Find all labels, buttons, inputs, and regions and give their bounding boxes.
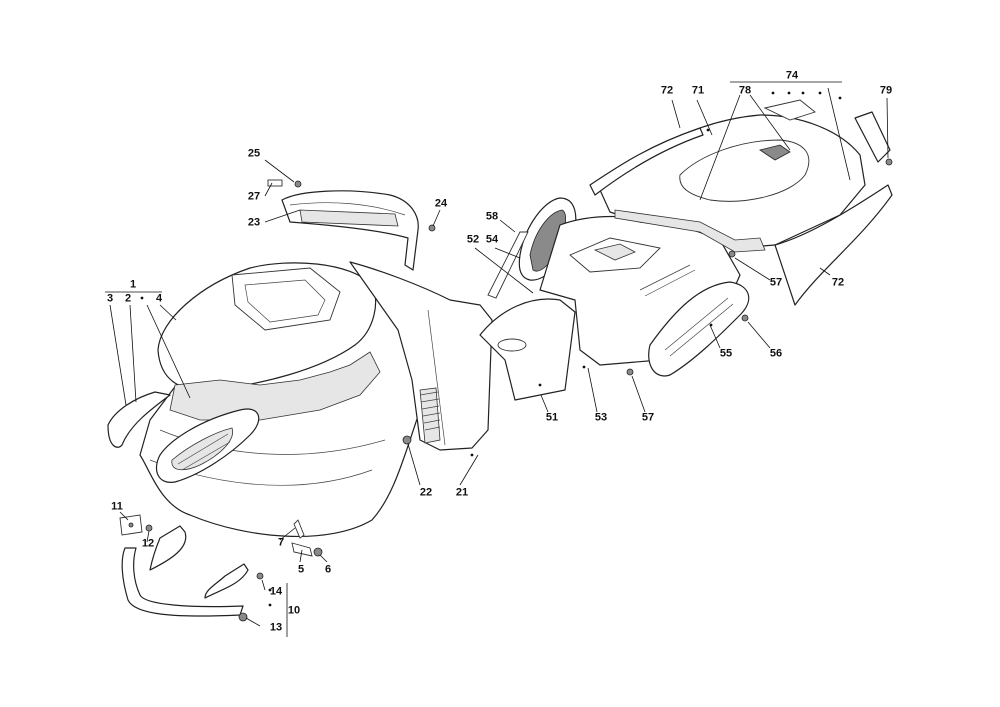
callout-5: 5: [297, 563, 305, 576]
callout-57-right: 57: [769, 276, 783, 289]
callout-22: 22: [419, 486, 433, 499]
side-rail-52: [487, 231, 529, 299]
callout-51: 51: [545, 411, 559, 424]
screw-24: [428, 224, 436, 232]
callout-78: 78: [738, 84, 752, 97]
screw-56: [741, 314, 749, 322]
callout-1: 1: [129, 278, 137, 291]
headlight-panel: [155, 408, 260, 483]
callout-74: 74: [785, 69, 799, 82]
callout-57: 57: [641, 411, 655, 424]
callout-11: 11: [111, 500, 123, 513]
callout-79: 79: [879, 84, 893, 97]
nut-12: [145, 524, 153, 532]
callout-55: 55: [719, 347, 733, 360]
callout-14: 14: [269, 585, 283, 598]
knob-6: [313, 547, 323, 557]
front-grille-bar: [281, 190, 419, 271]
latch-7: [293, 519, 305, 539]
screw-57: [626, 250, 736, 376]
callout-6: 6: [324, 563, 332, 576]
callout-4: 4: [155, 292, 163, 305]
clip-27: [267, 179, 283, 187]
callout-58: 58: [485, 210, 499, 223]
rear-side-trim-72b: [774, 184, 893, 306]
front-side-panel: [349, 261, 493, 451]
rear-fender-55: [648, 281, 750, 377]
bolt-22: [402, 435, 412, 445]
callout-12: 12: [141, 537, 155, 550]
callout-21: 21: [455, 486, 469, 499]
latch-body-5: [291, 542, 313, 557]
rear-trim-78: [763, 99, 816, 121]
rear-panel-51: [479, 298, 576, 401]
callout-2: 2: [124, 292, 132, 305]
nut-14: [256, 572, 264, 580]
callout-54: 54: [485, 233, 499, 246]
callout-56: 56: [769, 347, 783, 360]
front-hood-cover: [157, 262, 377, 391]
rear-side-trim-72a: [589, 127, 704, 196]
leader-lines: [105, 81, 889, 637]
callout-72-right: 72: [831, 276, 845, 289]
callout-53: 53: [594, 411, 608, 424]
headlight-side-trim: [107, 391, 171, 448]
bracket-11: [119, 514, 143, 536]
callout-71: 71: [691, 84, 705, 97]
callout-25: 25: [247, 147, 261, 160]
callout-10: 10: [287, 604, 301, 617]
callout-72: 72: [660, 84, 674, 97]
callout-24: 24: [434, 197, 448, 210]
callout-7: 7: [277, 536, 285, 549]
rear-cap-79: [854, 111, 893, 166]
callout-13: 13: [269, 621, 283, 634]
screw-25: [294, 180, 302, 188]
callout-52: 52: [466, 233, 480, 246]
bolt-13: [238, 612, 248, 622]
callout-23: 23: [247, 216, 261, 229]
callout-3: 3: [106, 292, 114, 305]
front-bumper-bar: [121, 525, 249, 617]
callout-27: 27: [247, 190, 261, 203]
leader-dots: [140, 91, 842, 607]
